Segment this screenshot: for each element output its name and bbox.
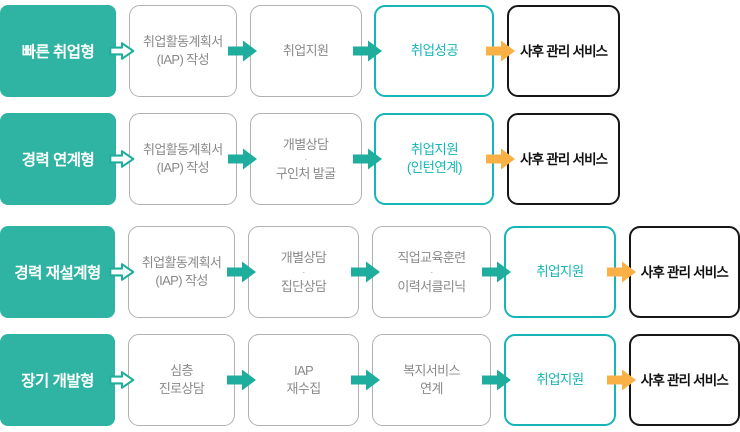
process-step: 심층 진로상담: [127, 334, 236, 426]
step-line: 취업활동계획서: [143, 142, 223, 157]
step-line: (IAP) 작성: [156, 160, 210, 175]
step-line: 직업교육훈련: [397, 249, 466, 265]
highlight-step: 취업지원 (인턴연계): [374, 113, 495, 205]
stage-label-text: 장기 개발형: [21, 373, 94, 390]
step-line: 사후 관리 서비스: [640, 264, 729, 280]
stage-label-text: 경력 연계형: [21, 152, 95, 169]
step-line: 취업성공: [410, 43, 459, 58]
step-line: 심층: [170, 363, 193, 378]
process-step: 취업활동계획서 (IAP) 작성: [128, 113, 237, 205]
step-line: 취업지원: [282, 43, 329, 58]
process-step: IAP 재수집: [247, 334, 360, 426]
step-line: 연계: [420, 381, 443, 396]
flow-arrow-outline-icon: [108, 226, 134, 318]
step-line: 복지서비스: [403, 363, 460, 378]
process-row-career-redesign: 경력 재설계형 취업활동계획서 (IAP) 작성 개별상담 · 집단상담 직업교…: [0, 226, 740, 318]
flow-arrow-icon: [228, 5, 258, 97]
flow-arrow-icon: [228, 113, 258, 205]
flow-arrow-icon: [226, 334, 256, 426]
step-line: 개별상담: [282, 136, 329, 152]
final-step: 사후 관리 서비스: [628, 334, 740, 426]
highlight-step: 취업지원: [503, 334, 617, 426]
stage-label: 경력 연계형: [0, 113, 116, 205]
step-line: 취업지원: [536, 372, 584, 387]
stage-label: 장기 개발형: [0, 334, 116, 426]
step-line: (IAP) 작성: [156, 52, 210, 67]
step-line: 사후 관리 서비스: [520, 151, 608, 167]
step-line: 구인처 발굴: [275, 165, 336, 181]
separator-dot: ·: [302, 266, 305, 278]
process-step: 개별상담 · 구인처 발굴: [249, 113, 362, 205]
step-line: 취업지원: [410, 142, 459, 157]
step-line: 취업지원: [536, 264, 584, 279]
highlight-step: 취업성공: [374, 5, 495, 97]
flow-arrow-icon: [482, 334, 512, 426]
flow-arrow-outline-icon: [108, 334, 134, 426]
process-step: 취업활동계획서 (IAP) 작성: [128, 5, 237, 97]
process-step: 직업교육훈련 · 이력서클리닉: [371, 226, 492, 318]
separator-dot: ·: [430, 266, 433, 278]
flow-arrow-final-icon: [607, 334, 637, 426]
step-line: 개별상담: [280, 249, 327, 265]
stage-label: 경력 재설계형: [0, 226, 116, 318]
separator-dot: ·: [304, 153, 307, 165]
final-step: 사후 관리 서비스: [628, 226, 740, 318]
stage-label-text: 빠른 취업형: [21, 44, 95, 61]
step-line: 진로상담: [158, 381, 205, 396]
highlight-step: 취업지원: [503, 226, 617, 318]
flow-arrow-icon: [352, 5, 382, 97]
flow-arrow-icon: [226, 226, 256, 318]
final-step: 사후 관리 서비스: [507, 113, 621, 205]
step-line: 취업활동계획서: [141, 255, 222, 270]
step-line: (IAP) 작성: [155, 273, 208, 288]
process-step: 개별상담 · 집단상담: [247, 226, 360, 318]
flow-arrow-outline-icon: [109, 113, 135, 205]
step-line: 이력서클리닉: [397, 278, 466, 294]
process-step: 취업지원: [249, 5, 362, 97]
flow-arrow-outline-icon: [109, 5, 135, 97]
step-line: 사후 관리 서비스: [640, 372, 729, 388]
process-row-long-term-development: 장기 개발형 심층 진로상담 IAP 재수집 복지서비스 연계 취업지원: [0, 334, 740, 426]
flow-arrow-icon: [482, 226, 512, 318]
stage-label: 빠른 취업형: [0, 5, 116, 97]
step-line: 취업활동계획서: [143, 34, 223, 49]
flow-arrow-final-icon: [607, 226, 637, 318]
flow-arrow-final-icon: [485, 5, 515, 97]
flow-arrow-icon: [352, 113, 382, 205]
step-line: 재수집: [286, 381, 321, 396]
final-step: 사후 관리 서비스: [507, 5, 621, 97]
stage-label-text: 경력 재설계형: [14, 265, 101, 282]
flow-arrow-icon: [350, 226, 380, 318]
process-step: 복지서비스 연계: [371, 334, 492, 426]
step-line: IAP: [293, 363, 314, 378]
step-line: (인턴연계): [406, 160, 463, 175]
flow-arrow-icon: [350, 334, 380, 426]
step-line: 집단상담: [280, 278, 327, 294]
process-row-career-linked: 경력 연계형 취업활동계획서 (IAP) 작성 개별상담 · 구인처 발굴 취업…: [0, 113, 740, 205]
process-step: 취업활동계획서 (IAP) 작성: [127, 226, 236, 318]
flow-arrow-final-icon: [485, 113, 515, 205]
step-line: 사후 관리 서비스: [520, 43, 608, 59]
process-row-fast-employment: 빠른 취업형 취업활동계획서 (IAP) 작성 취업지원 취업성공 사후 관리 …: [0, 5, 740, 97]
